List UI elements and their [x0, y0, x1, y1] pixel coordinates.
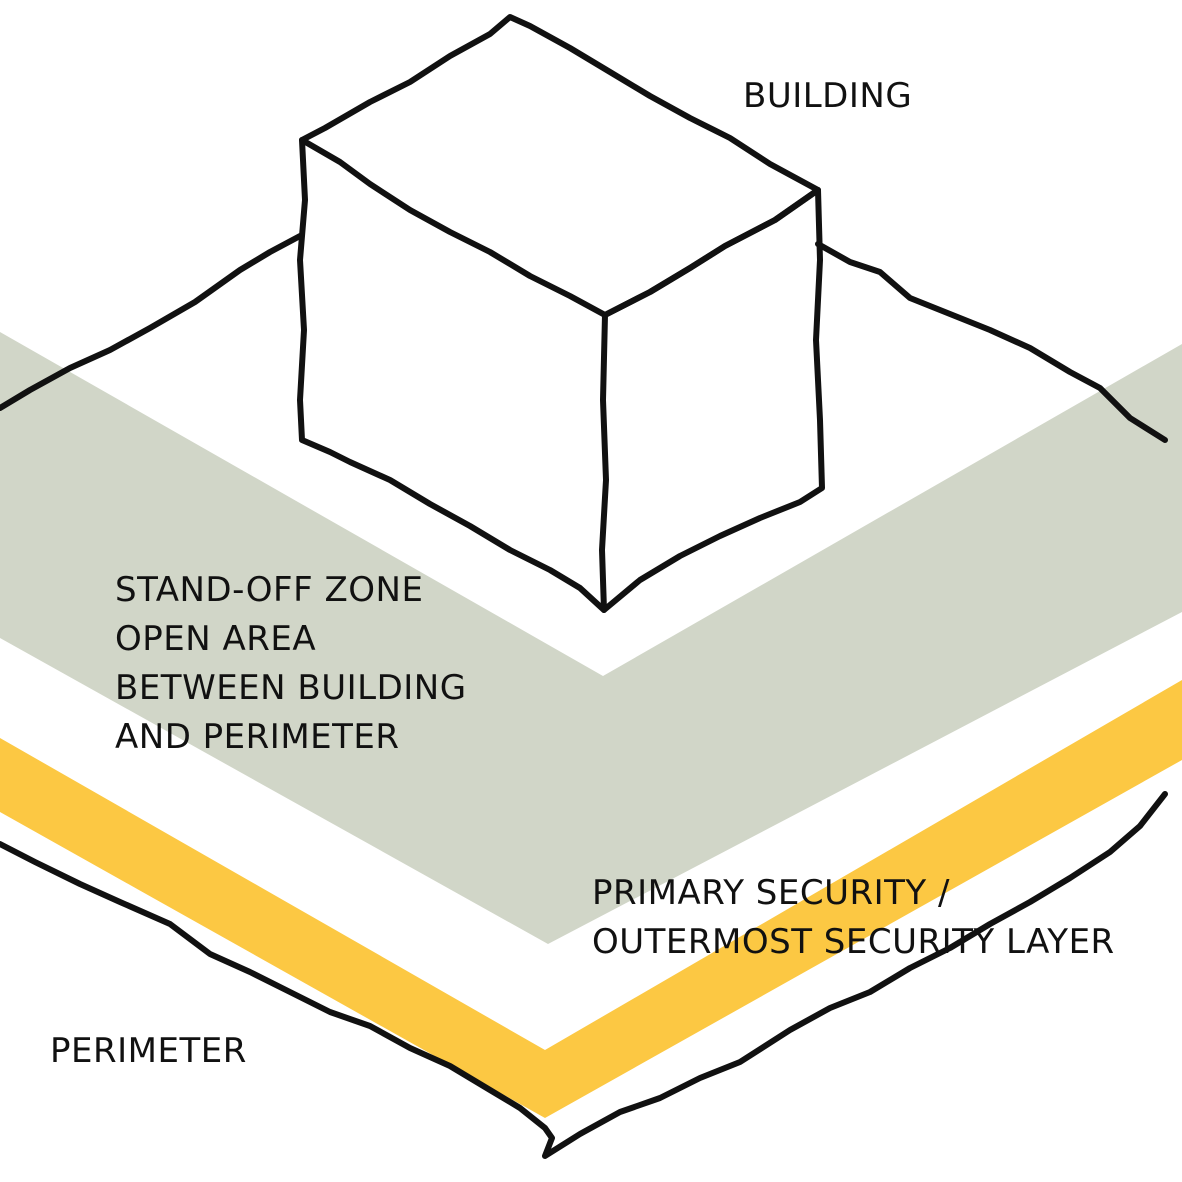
standoff-zone-label-line: AND PERIMETER [115, 717, 400, 757]
perimeter-label: PERIMETER [50, 1031, 247, 1071]
standoff-zone-label: STAND-OFF ZONE OPEN AREA BETWEEN BUILDIN… [115, 566, 467, 762]
building-top-face [299, 14, 821, 318]
ground-right-edge [815, 241, 1168, 443]
primary-security-label: PRIMARY SECURITY / OUTERMOST SECURITY LA… [592, 869, 1115, 967]
primary-security-label-line: OUTERMOST SECURITY LAYER [592, 922, 1115, 962]
ground-left-edge [0, 233, 303, 411]
building-left-face [297, 137, 609, 613]
security-layer-band [0, 680, 1182, 1118]
standoff-zone-label-line: BETWEEN BUILDING [115, 668, 467, 708]
standoff-zone-band [0, 332, 1182, 944]
building-right-face [601, 187, 825, 613]
primary-security-label-line: PRIMARY SECURITY / [592, 873, 950, 913]
standoff-zone-label-line: OPEN AREA [115, 619, 317, 659]
perimeter-outline [0, 791, 1168, 1159]
building-label: BUILDING [743, 76, 913, 116]
standoff-zone-label-line: STAND-OFF ZONE [115, 570, 424, 610]
